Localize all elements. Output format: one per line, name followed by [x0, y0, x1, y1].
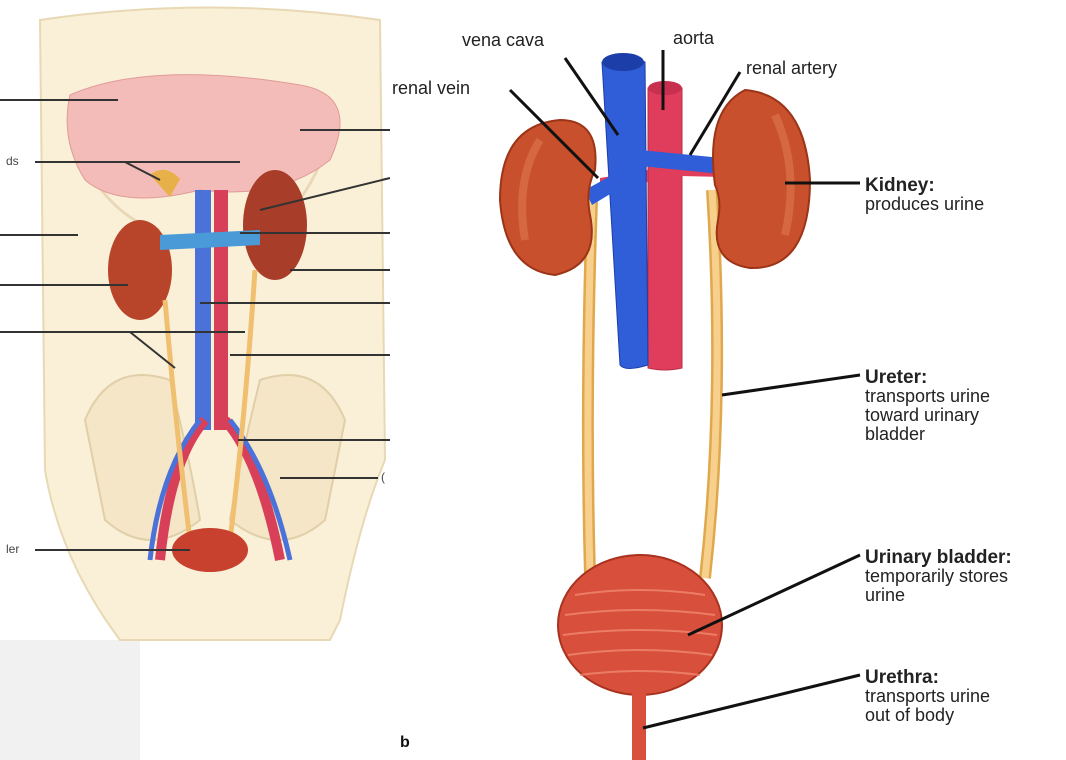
aorta	[648, 85, 682, 370]
label-urethra-desc-1: transports urine	[865, 687, 990, 706]
label-ureter: Ureter: transports urine toward urinary …	[865, 368, 990, 444]
vena-cava	[602, 59, 648, 369]
label-bladder-desc-2: urine	[865, 586, 1012, 605]
label-urethra-title: Urethra:	[865, 668, 990, 687]
label-aorta: aorta	[673, 28, 714, 49]
label-urethra-desc-2: out of body	[865, 706, 990, 725]
label-kidney: Kidney: produces urine	[865, 176, 984, 214]
label-bladder-title: Urinary bladder:	[865, 548, 1012, 567]
label-ureter-title: Ureter:	[865, 368, 990, 387]
label-renal-artery: renal artery	[746, 58, 837, 79]
kidney-left	[500, 120, 596, 275]
label-renal-vein: renal vein	[392, 78, 470, 99]
panel-letter-b: b	[400, 734, 410, 752]
aorta-top	[648, 81, 682, 95]
label-vena-cava: vena cava	[462, 30, 544, 51]
label-kidney-title: Kidney:	[865, 176, 984, 195]
label-urethra: Urethra: transports urine out of body	[865, 668, 990, 725]
urethra	[632, 690, 646, 760]
vena-cava-top	[602, 53, 644, 71]
label-urinary-bladder: Urinary bladder: temporarily stores urin…	[865, 548, 1012, 605]
label-kidney-desc-1: produces urine	[865, 195, 984, 214]
ureter-left-core	[588, 200, 592, 575]
label-ureter-desc-3: bladder	[865, 425, 990, 444]
kidney-right	[713, 90, 810, 268]
label-bladder-desc-1: temporarily stores	[865, 567, 1012, 586]
label-ureter-desc-1: transports urine	[865, 387, 990, 406]
label-ureter-desc-2: toward urinary	[865, 406, 990, 425]
